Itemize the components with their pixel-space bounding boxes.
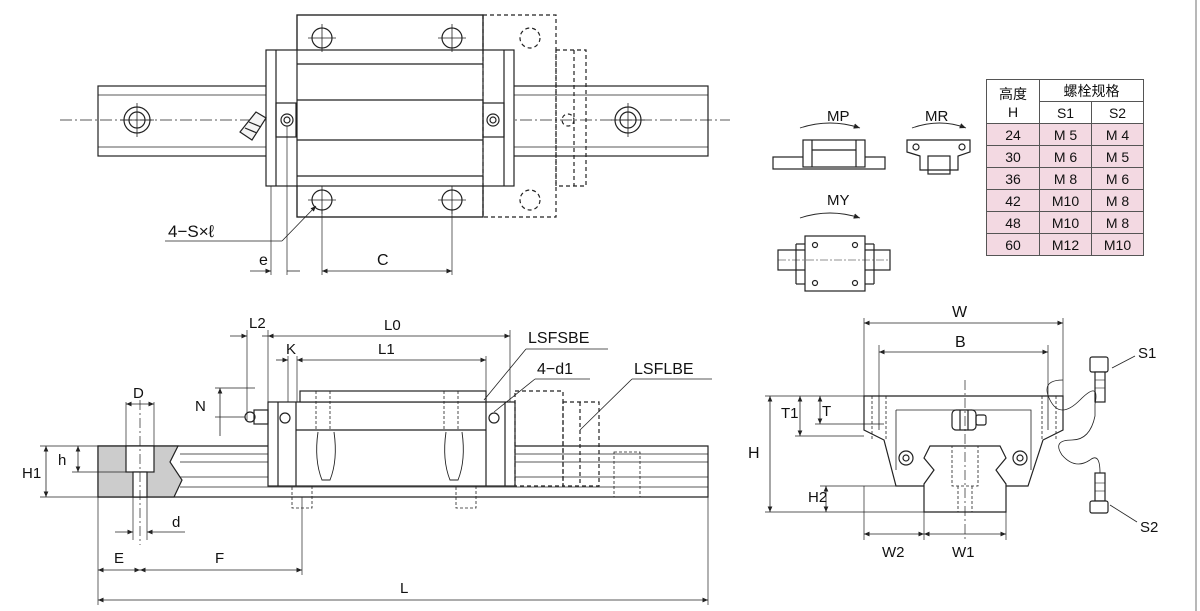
cell-h: 30 — [986, 145, 1040, 168]
block-hole-tr — [438, 24, 466, 52]
moment-icon-my — [777, 212, 891, 292]
break-line — [1046, 379, 1101, 474]
side-block — [267, 401, 516, 487]
cell-h: 48 — [986, 211, 1040, 234]
leader-4-d1 — [493, 378, 536, 413]
label-W: W — [952, 304, 968, 321]
cell-s1: M10 — [1039, 211, 1092, 234]
leader-LSFLBE — [579, 378, 633, 431]
block-hole-tl — [308, 24, 336, 52]
label-T1: T1 — [781, 405, 799, 422]
label-E: E — [114, 550, 124, 567]
cell-s2: M 6 — [1091, 167, 1144, 190]
label-MR: MR — [925, 108, 948, 125]
bolt-icon-s1 — [1089, 355, 1136, 403]
label-H: H — [748, 445, 760, 462]
label-D: D — [133, 385, 144, 402]
rail-hole-right — [611, 103, 645, 137]
table-header-s2: S2 — [1091, 101, 1144, 124]
grease-nipple-end — [951, 409, 987, 431]
top-view — [60, 14, 730, 275]
label-F: F — [215, 550, 224, 567]
label-W1: W1 — [952, 544, 975, 561]
cell-s2: M 8 — [1091, 211, 1144, 234]
table-header-height: 高度 H — [986, 79, 1040, 124]
top-block-body — [265, 49, 515, 187]
label-L0: L0 — [384, 317, 401, 334]
end-block — [863, 395, 1064, 487]
label-h: h — [58, 452, 66, 469]
cell-h: 36 — [986, 167, 1040, 190]
label-LSFSBE: LSFSBE — [528, 330, 589, 347]
rail-hole-left — [120, 103, 154, 137]
header-H-text: H — [1007, 103, 1019, 120]
leader-LSFSBE — [483, 348, 527, 401]
label-B: B — [955, 334, 966, 351]
cell-s1: M10 — [1039, 189, 1092, 212]
label-L2: L2 — [249, 315, 266, 332]
table-header-bolt: 螺栓规格 — [1039, 79, 1144, 102]
end-view — [765, 318, 1138, 540]
moment-icon-mr — [906, 122, 971, 175]
cell-s2: M 4 — [1091, 123, 1144, 146]
label-LSFLBE: LSFLBE — [634, 361, 694, 378]
long-block-outline-side — [514, 390, 600, 487]
label-H1: H1 — [22, 465, 41, 482]
cell-s1: M 8 — [1039, 167, 1092, 190]
label-C: C — [377, 252, 389, 269]
side-view — [40, 330, 712, 605]
long-block-outline-top — [482, 14, 587, 218]
cell-s2: M 8 — [1091, 189, 1144, 212]
cell-s1: M 5 — [1039, 123, 1092, 146]
cell-s1: M 6 — [1039, 145, 1092, 168]
cell-s2: M 5 — [1091, 145, 1144, 168]
label-MY: MY — [827, 192, 850, 209]
block-hole-bl — [308, 186, 336, 214]
label-T: T — [822, 403, 831, 420]
label-H2: H2 — [808, 489, 827, 506]
cell-s1: M12 — [1039, 233, 1092, 256]
bolt-icon-s2 — [1089, 472, 1138, 523]
cell-h: 60 — [986, 233, 1040, 256]
label-MP: MP — [827, 108, 850, 125]
label-e: e — [259, 252, 268, 269]
label-S2: S2 — [1140, 519, 1158, 536]
label-4-d1: 4−d1 — [537, 361, 573, 378]
cell-h: 24 — [986, 123, 1040, 146]
cell-h: 42 — [986, 189, 1040, 212]
grease-nipple-top — [239, 111, 267, 141]
label-K: K — [286, 341, 296, 358]
label-N: N — [195, 398, 206, 415]
header-height-text: 高度 — [999, 85, 1027, 102]
label-L1: L1 — [378, 341, 395, 358]
table-header-s1: S1 — [1039, 101, 1092, 124]
label-W2: W2 — [882, 544, 905, 561]
cell-s2: M10 — [1091, 233, 1144, 256]
grease-nipple-side — [244, 409, 269, 425]
moment-icon-mp — [772, 122, 886, 170]
label-S1: S1 — [1138, 345, 1156, 362]
label-bolt-spec: 4−S×ℓ — [168, 222, 215, 241]
label-d: d — [172, 514, 180, 531]
label-L: L — [400, 580, 408, 597]
